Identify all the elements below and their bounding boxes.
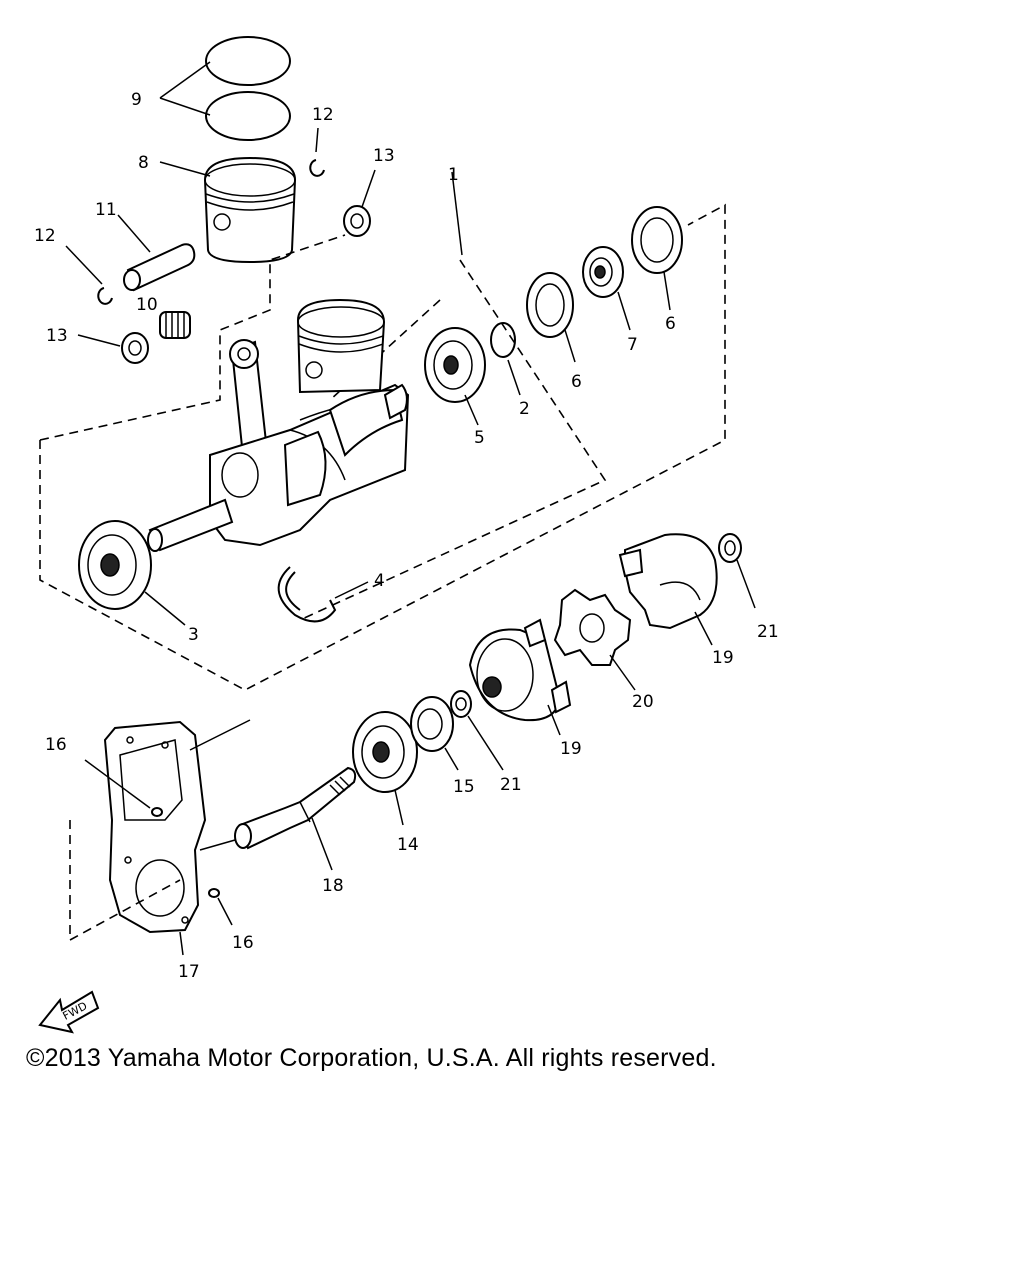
label-part-11: 11 xyxy=(95,200,117,220)
label-part-6a: 6 xyxy=(571,372,582,392)
label-part-2: 2 xyxy=(519,399,530,419)
label-part-16b: 16 xyxy=(232,933,254,953)
label-part-21b: 21 xyxy=(757,622,779,642)
label-part-5: 5 xyxy=(474,428,485,448)
label-part-12b: 12 xyxy=(34,226,56,246)
label-part-14: 14 xyxy=(397,835,419,855)
coupling-parts xyxy=(468,533,718,736)
label-part-6b: 6 xyxy=(665,314,676,334)
label-part-20: 20 xyxy=(632,692,654,712)
part-labels: 1 2 3 4 5 6 6 7 8 9 10 11 12 12 13 13 14… xyxy=(34,90,779,982)
label-part-21a: 21 xyxy=(500,775,522,795)
label-part-9: 9 xyxy=(131,90,142,110)
label-part-19a: 19 xyxy=(560,739,582,759)
label-part-18: 18 xyxy=(322,876,344,896)
drive-shaft xyxy=(199,766,357,871)
copyright-notice: ©2013 Yamaha Motor Corporation, U.S.A. A… xyxy=(26,1044,717,1072)
label-part-19b: 19 xyxy=(712,648,734,668)
label-part-16a: 16 xyxy=(45,735,67,755)
label-part-17: 17 xyxy=(178,962,200,982)
exploded-parts-diagram: FWD 1 2 3 4 5 6 6 7 8 9 10 11 12 12 13 1… xyxy=(34,36,779,1034)
bearings xyxy=(78,246,631,826)
crankshaft-assembly xyxy=(39,171,726,691)
label-part-15: 15 xyxy=(453,777,475,797)
label-part-13a: 13 xyxy=(373,146,395,166)
label-part-13b: 13 xyxy=(46,326,68,346)
label-part-1: 1 xyxy=(448,165,459,185)
piston xyxy=(159,156,297,264)
label-part-12a: 12 xyxy=(312,105,334,125)
seals-and-rings xyxy=(277,206,756,771)
label-part-8: 8 xyxy=(138,153,149,173)
gasket xyxy=(69,719,251,956)
piston-pin xyxy=(117,214,196,339)
small-clips xyxy=(65,127,376,364)
piston-rings xyxy=(159,36,291,141)
label-part-3: 3 xyxy=(188,625,199,645)
label-part-4: 4 xyxy=(374,571,385,591)
label-part-10: 10 xyxy=(136,295,158,315)
label-part-7: 7 xyxy=(627,335,638,355)
forward-arrow-icon: FWD xyxy=(38,990,100,1034)
